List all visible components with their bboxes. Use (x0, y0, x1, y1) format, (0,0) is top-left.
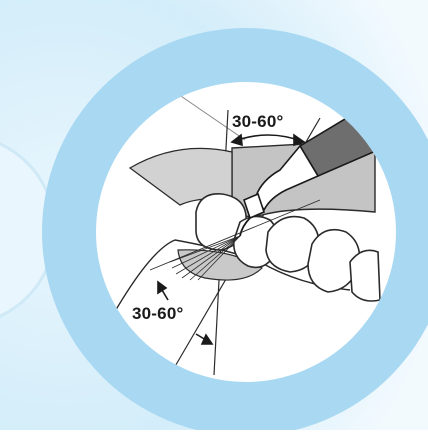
bottom-angle-label: 30-60° (132, 304, 183, 324)
top-angle-label: 30-60° (232, 112, 283, 132)
tooth-icon (350, 250, 380, 301)
